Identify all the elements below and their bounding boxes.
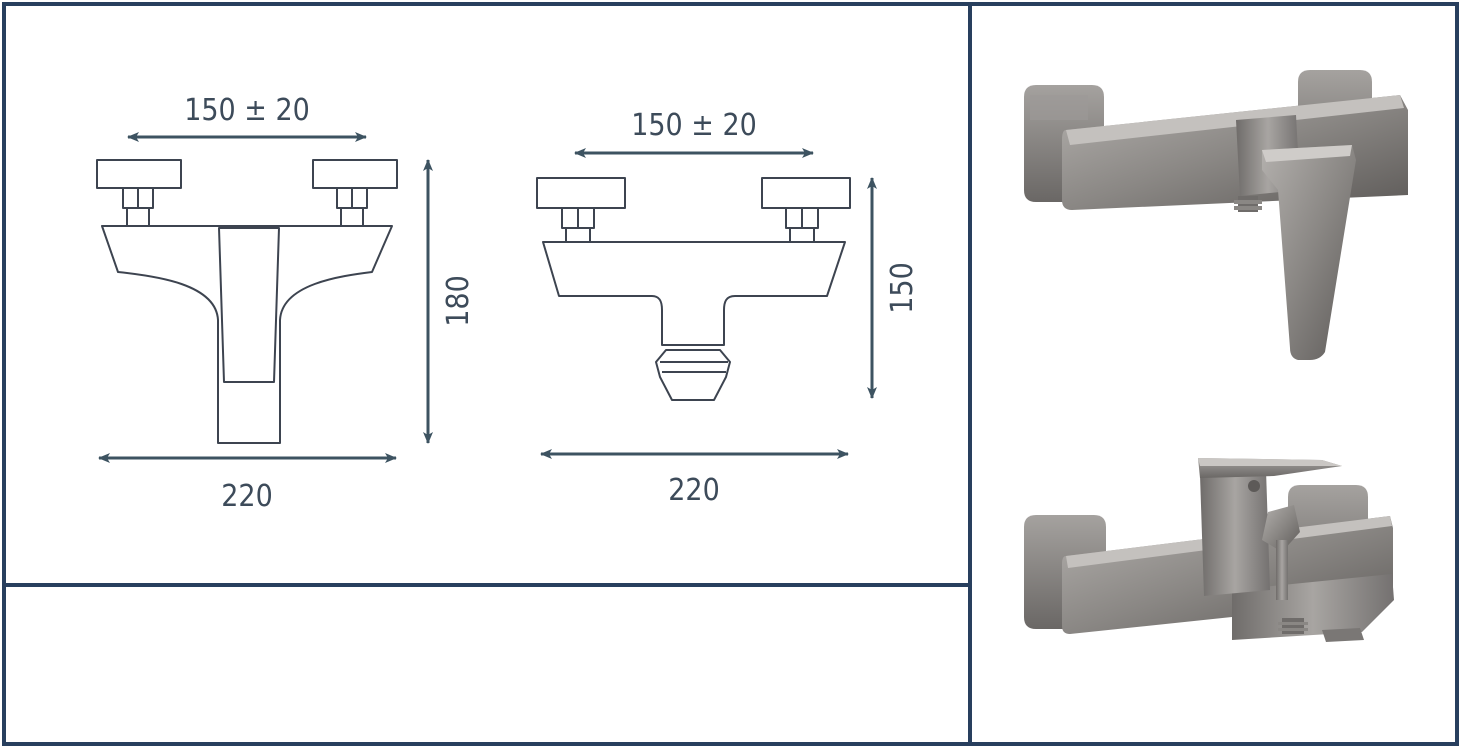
drawing-bath-mixer: 150 ± 20 150 220: [536, 108, 920, 508]
shower-mixer-outline: [96, 159, 398, 444]
bath-mixer-photo: [1024, 458, 1394, 642]
shower-mixer-photo: [1024, 70, 1408, 360]
height-dimension-label: 180: [441, 275, 476, 327]
height-dimension-label-right: 150: [885, 262, 920, 314]
spacing-dimension-label-right: 150 ± 20: [631, 108, 757, 143]
width-dimension-label-right: 220: [668, 473, 720, 508]
bath-mixer-outline: [536, 177, 851, 401]
spacing-dimension-label: 150 ± 20: [184, 93, 310, 128]
drawing-shower-mixer: 150 ± 20 180 220: [96, 93, 476, 514]
width-dimension-label: 220: [221, 479, 273, 514]
